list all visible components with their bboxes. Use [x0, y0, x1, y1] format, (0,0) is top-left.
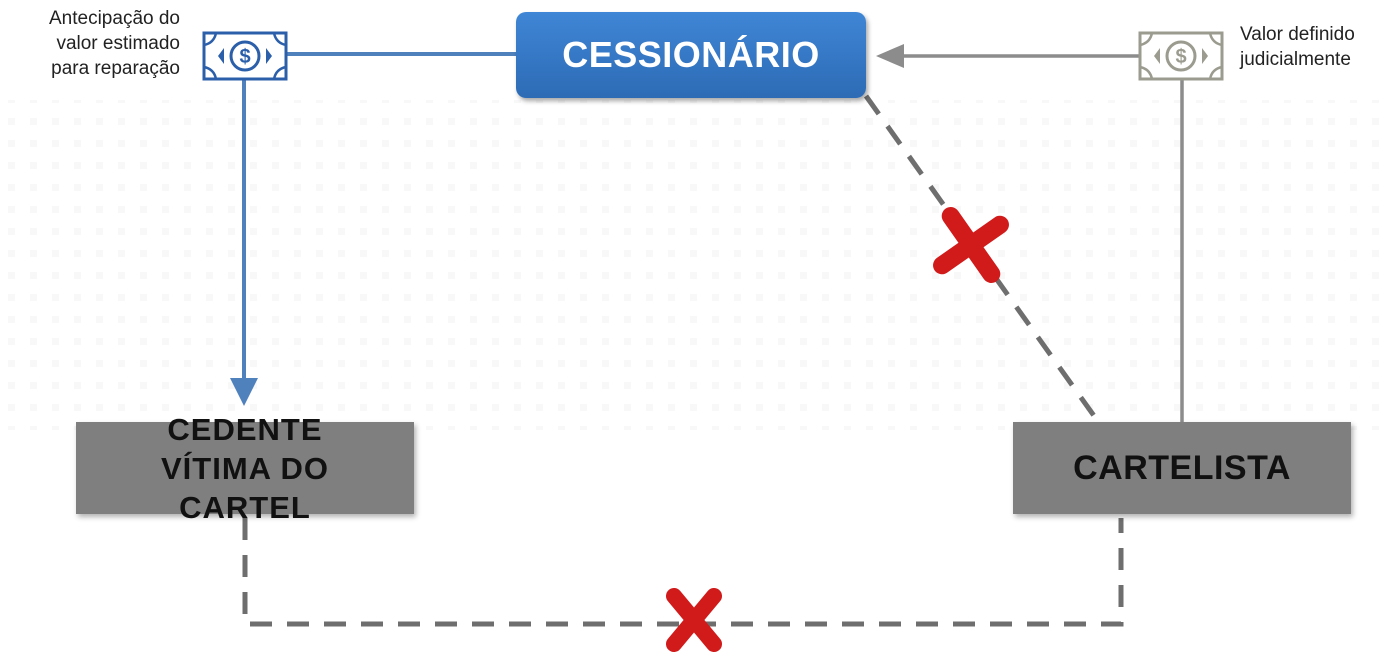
advance-payment-arrow — [230, 52, 516, 406]
red-x-icon — [666, 588, 722, 652]
money-bill-icon: $ — [1138, 31, 1224, 81]
note-line: para reparação — [51, 58, 180, 79]
node-cedente-label-line3: CARTEL — [179, 489, 311, 525]
note-line: Valor definido — [1240, 24, 1355, 45]
node-cedente-label-line2: VÍTIMA DO — [160, 450, 329, 486]
note-line: judicialmente — [1240, 49, 1351, 70]
node-cedente-label-line1: CEDENTE — [167, 411, 323, 447]
background-texture — [0, 100, 1388, 430]
node-cessionario: CESSIONÁRIO — [516, 12, 866, 98]
node-cessionario-label: CESSIONÁRIO — [562, 34, 820, 75]
note-line: Antecipação do — [49, 8, 180, 29]
svg-text:$: $ — [1175, 46, 1186, 68]
node-cedente: CEDENTE VÍTIMA DO CARTEL — [76, 412, 414, 525]
advance-payment-note: Antecipação do valor estimado para repar… — [8, 6, 180, 81]
note-line: valor estimado — [56, 33, 180, 54]
judicial-value-arrow — [876, 44, 1184, 422]
blocked-link-cedente-cartelista — [242, 518, 1124, 627]
judicial-value-note: Valor definido judicialmente — [1240, 22, 1388, 72]
node-cartelista-label: CARTELISTA — [1073, 448, 1291, 487]
red-x-icon — [933, 207, 1009, 283]
svg-text:$: $ — [239, 46, 250, 68]
money-bill-icon: $ — [202, 31, 288, 81]
node-cartelista: CARTELISTA — [1013, 422, 1351, 514]
